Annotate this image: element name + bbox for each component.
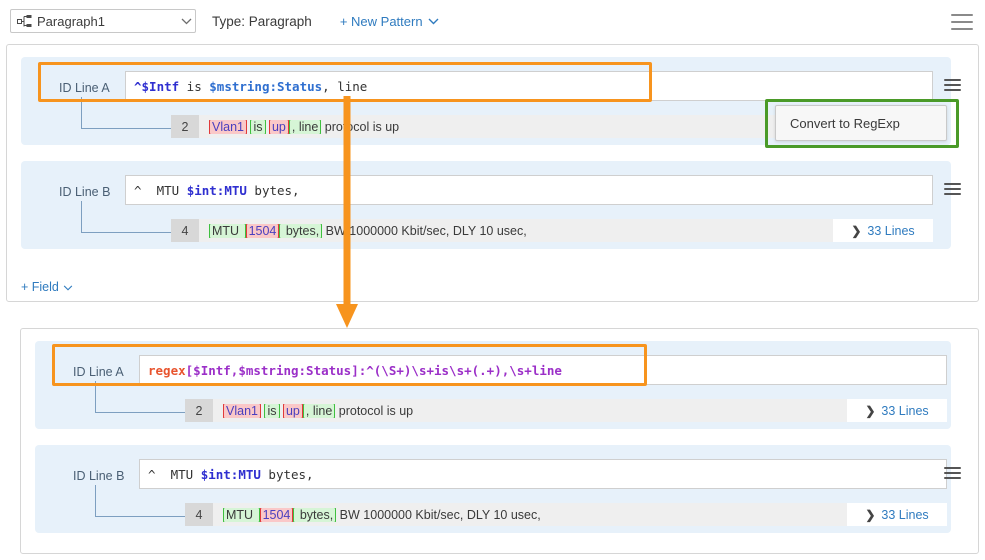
- new-pattern-button[interactable]: + New Pattern: [340, 14, 439, 29]
- match-token-variable: Vlan1: [223, 403, 261, 418]
- pattern-select[interactable]: Paragraph1: [10, 9, 196, 33]
- convert-to-regexp-tooltip[interactable]: Convert to RegExp: [775, 105, 947, 141]
- match-token-literal: , line: [302, 403, 336, 418]
- chevron-down-icon: [63, 280, 73, 294]
- pattern-segment: :^(\S+)\s+is\s+(.+),\s+line: [358, 362, 562, 378]
- pattern-segment: regex: [148, 362, 186, 378]
- pattern-segment: ^$Intf: [134, 78, 180, 94]
- match-token-variable: up: [268, 119, 289, 134]
- pattern-segment: bytes,: [260, 466, 314, 482]
- hamburger-menu-icon[interactable]: [944, 183, 961, 195]
- lines-count-label: 33 Lines: [881, 507, 929, 522]
- sample-line-b: 4 MTU 1504 bytes, BW 1000000 Kbit/sec, D…: [185, 503, 947, 526]
- match-token-literal: MTU: [209, 223, 246, 238]
- sample-line-text: MTU 1504 bytes, BW 1000000 Kbit/sec, DLY…: [213, 507, 947, 522]
- match-token-variable: up: [282, 403, 303, 418]
- top-toolbar: Paragraph1 Type: Paragraph + New Pattern: [0, 0, 985, 42]
- match-token-literal: bytes,: [279, 223, 323, 238]
- connector-line-b: [81, 201, 171, 233]
- pattern-segment: bytes,: [246, 182, 300, 198]
- node-hierarchy-icon: [17, 14, 32, 29]
- pattern-panel-original: ID Line A ^$Intf is $mstring:Status, lin…: [6, 44, 979, 302]
- add-field-button[interactable]: + Field: [21, 280, 73, 294]
- sample-plain-text: BW 1000000 Kbit/sec, DLY 10 usec,: [336, 507, 541, 522]
- sample-line-number: 4: [171, 219, 199, 242]
- pattern-segment: $mstring:Status: [209, 78, 323, 94]
- pattern-segment: , line: [322, 78, 368, 94]
- expand-lines-button-a[interactable]: ❯ 33 Lines: [847, 399, 947, 422]
- pattern-segment: $int:MTU: [186, 182, 247, 198]
- pattern-segment: ^ MTU: [134, 182, 187, 198]
- expand-lines-button-b[interactable]: ❯ 33 Lines: [833, 219, 933, 242]
- field-card-line-b-2: ID Line B ^ MTU $int:MTU bytes, 4 MTU 15…: [35, 445, 961, 533]
- connector-line-a: [95, 381, 185, 413]
- lines-count-label: 33 Lines: [867, 223, 915, 238]
- chevron-down-icon: [428, 18, 439, 25]
- pattern-segment: [$Intf,$mstring:Status]: [185, 362, 359, 378]
- sample-plain-text: protocol is up: [335, 403, 414, 418]
- match-token-literal: MTU: [223, 507, 260, 522]
- chevron-down-icon: [177, 18, 195, 25]
- match-token-variable: 1504: [245, 223, 280, 238]
- sample-line-number: 2: [171, 115, 199, 138]
- field-label-line-a: ID Line A: [59, 81, 110, 95]
- pattern-panel-converted: ID Line A regex[$Intf,$mstring:Status]:^…: [20, 328, 979, 554]
- chevron-right-icon: ❯: [865, 507, 876, 522]
- match-token-literal: bytes,: [293, 507, 337, 522]
- sample-line-a: 2 Vlan1 is up, line protocol is up: [171, 115, 933, 138]
- sample-line-text: Vlan1 is up, line protocol is up: [199, 119, 933, 134]
- field-card-line-b: ID Line B ^ MTU $int:MTU bytes, 4 MTU 15…: [21, 161, 961, 249]
- pattern-select-value: Paragraph1: [37, 13, 105, 29]
- sample-line-b: 4 MTU 1504 bytes, BW 1000000 Kbit/sec, D…: [171, 219, 933, 242]
- match-token-literal: , line: [288, 119, 322, 134]
- lines-count-label: 33 Lines: [881, 403, 929, 418]
- sample-line-a: 2 Vlan1 is up, line protocol is up ❯ 33 …: [185, 399, 947, 422]
- match-token-literal: is: [264, 403, 280, 418]
- hamburger-menu-icon[interactable]: [944, 79, 961, 91]
- match-token-variable: Vlan1: [209, 119, 247, 134]
- expand-lines-button-b2[interactable]: ❯ 33 Lines: [847, 503, 947, 526]
- pattern-type-label: Type: Paragraph: [212, 13, 312, 29]
- pattern-input-line-b[interactable]: ^ MTU $int:MTU bytes,: [125, 175, 933, 205]
- sample-plain-text: protocol is up: [321, 119, 400, 134]
- field-card-line-a-regex: ID Line A regex[$Intf,$mstring:Status]:^…: [35, 341, 951, 429]
- field-label-line-a: ID Line A: [73, 365, 124, 379]
- pattern-input-line-a[interactable]: ^$Intf is $mstring:Status, line: [125, 71, 933, 101]
- sample-line-text: MTU 1504 bytes, BW 1000000 Kbit/sec, DLY…: [199, 223, 933, 238]
- pattern-segment: ^ MTU: [148, 466, 201, 482]
- hamburger-menu-icon[interactable]: [944, 467, 961, 479]
- pattern-input-line-a-regex[interactable]: regex[$Intf,$mstring:Status]:^(\S+)\s+is…: [139, 355, 947, 385]
- sample-line-text: Vlan1 is up, line protocol is up: [213, 403, 947, 418]
- pattern-input-line-b-2[interactable]: ^ MTU $int:MTU bytes,: [139, 459, 947, 489]
- chevron-right-icon: ❯: [851, 223, 862, 238]
- connector-line-b: [95, 485, 185, 517]
- hamburger-menu-icon[interactable]: [951, 14, 973, 30]
- convert-to-regexp-label: Convert to RegExp: [790, 115, 900, 131]
- sample-plain-text: BW 1000000 Kbit/sec, DLY 10 usec,: [322, 223, 527, 238]
- sample-line-number: 4: [185, 503, 213, 526]
- sample-line-number: 2: [185, 399, 213, 422]
- field-label-line-b: ID Line B: [73, 469, 125, 483]
- match-token-variable: 1504: [259, 507, 294, 522]
- pattern-segment: $int:MTU: [200, 466, 261, 482]
- chevron-right-icon: ❯: [865, 403, 876, 418]
- match-token-literal: is: [250, 119, 266, 134]
- connector-line-a: [81, 97, 171, 129]
- new-pattern-label: + New Pattern: [339, 13, 423, 29]
- field-label-line-b: ID Line B: [59, 185, 111, 199]
- add-field-label: + Field: [21, 280, 59, 294]
- pattern-segment: is: [179, 78, 210, 94]
